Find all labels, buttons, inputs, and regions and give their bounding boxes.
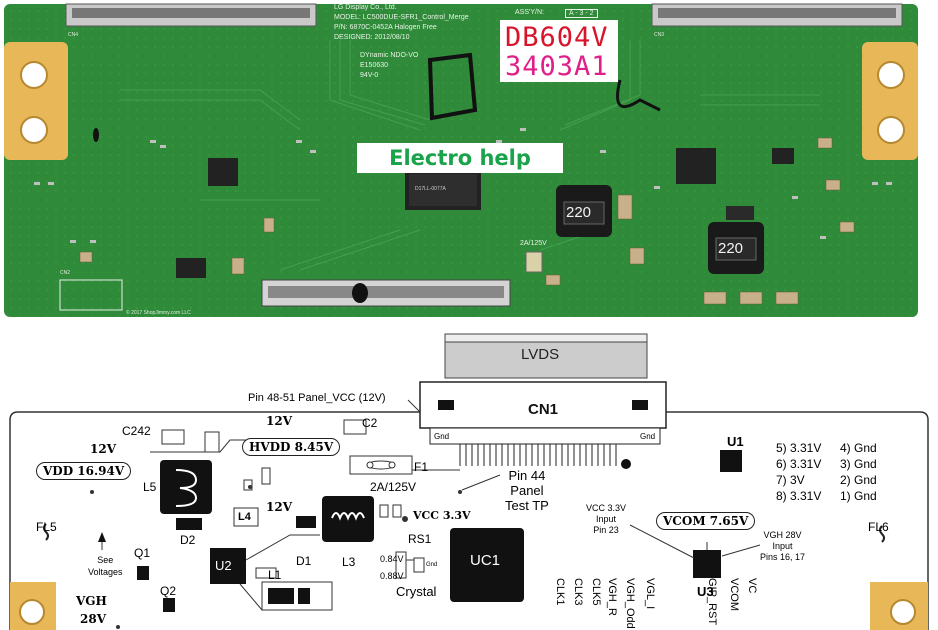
vgh-voltage: 28V <box>80 612 107 626</box>
voltage-12v-left: 12V <box>90 442 117 456</box>
vcc-input-line-1: VCC 3.3V <box>586 503 627 513</box>
board-dynamic: DYnamic NDO-VO <box>360 52 419 59</box>
see-line-2: Voltages <box>88 567 123 577</box>
vgh-input-line-3: Pins 16, 17 <box>760 552 806 562</box>
u2-label: U2 <box>215 558 232 573</box>
cn4-label: CN4 <box>68 32 79 38</box>
uc1-label: UC1 <box>470 552 501 569</box>
cn2-label: CN2 <box>60 270 71 276</box>
schematic-drawing <box>9 333 929 630</box>
d1-label: D1 <box>296 554 312 568</box>
f1-label: F1 <box>414 460 429 474</box>
board-part-number: P/N: 6870C-0452A Halogen Free <box>334 24 437 31</box>
u1-label: U1 <box>727 434 744 449</box>
vgh-label: VGH <box>76 594 107 608</box>
vcc-3v3-label: VCC 3.3V <box>413 509 471 522</box>
vgh-input-line-1: VGH 28V <box>763 530 802 540</box>
c2-label: C2 <box>362 416 378 430</box>
cn3-label: CN3 <box>654 32 665 38</box>
hvdd-voltage-badge: HVDD 8.45V <box>242 438 341 456</box>
l3-label: L3 <box>342 555 356 569</box>
stamp-line-1: DB604V <box>505 22 609 53</box>
main-ic-marking: D17LL-0077A <box>415 186 446 192</box>
voltage-12v-top: 12V <box>266 414 293 428</box>
voltage-12v-mid: 12V <box>266 500 293 514</box>
board-cert-1: E150630 <box>360 62 389 69</box>
cn1-label: CN1 <box>528 401 559 418</box>
bottom-pin-label: VGL_I <box>644 578 656 610</box>
l4-label: L4 <box>238 511 251 523</box>
bottom-pin-label: VGH_R <box>606 578 618 616</box>
assy-label: ASS'Y/N: <box>515 9 544 16</box>
pin44-line-1: Pin 44 <box>508 468 546 483</box>
l5-label: L5 <box>143 480 157 494</box>
vdd-voltage-badge: VDD 16.94V <box>36 462 132 480</box>
inductor-2-marking: 220 <box>718 240 744 257</box>
lvds-cable-label: LVDS <box>521 346 560 363</box>
schematic-diagram: LVDS CN1 Gnd Gnd Pin 48-51 Panel_VCC (12… <box>0 320 938 630</box>
see-voltages-note: See Voltages <box>88 554 123 578</box>
bottom-pin-label: CLK3 <box>572 578 584 606</box>
pin44-test-point: Pin 44 Panel Test TP <box>505 468 549 513</box>
fl5-label: FL5 <box>36 520 57 534</box>
vgh-input-note: VGH 28V Input Pins 16, 17 <box>760 530 805 563</box>
board-cert-2: 94V-0 <box>360 72 379 79</box>
bottom-pin-label: VGH_Odd <box>624 578 636 629</box>
u3-label: U3 <box>697 584 714 599</box>
voltage-084: 0.84V <box>380 554 404 564</box>
vcc-input-line-3: Pin 23 <box>593 525 619 535</box>
see-line-1: See <box>97 555 114 565</box>
cn1-gnd-right: Gnd <box>640 432 656 441</box>
crystal-gnd: Gnd <box>426 562 438 568</box>
vcc-input-note: VCC 3.3V Input Pin 23 <box>586 503 626 536</box>
fl6-label: FL6 <box>868 520 889 534</box>
board-maker: LG Display Co., Ltd. <box>334 4 397 11</box>
bottom-pin-label: CLK1 <box>554 578 566 606</box>
stamp-label: DB604V 3403A1 <box>500 20 618 82</box>
board-fuse-label: 2A/125V <box>520 240 547 247</box>
copyright: © 2017 ShopJimmy.com LLC <box>126 310 191 316</box>
watermark: Electro help <box>357 143 563 173</box>
bottom-pin-label: CLK5 <box>590 578 602 606</box>
assy-code: A - 3 - 2 <box>565 9 598 18</box>
pin44-line-2: Panel <box>510 483 544 498</box>
c242-label: C242 <box>122 424 151 438</box>
stamp-line-2: 3403A1 <box>505 51 609 82</box>
vcom-voltage-badge: VCOM 7.65V <box>656 512 756 530</box>
bottom-pin-label: VCOM <box>728 578 740 611</box>
voltage-088: 0.88V <box>380 571 404 581</box>
board-designed-date: DESIGNED: 2012/08/10 <box>334 34 410 41</box>
pin-48-51-label: Pin 48-51 Panel_VCC (12V) <box>248 392 386 404</box>
d2-label: D2 <box>180 533 196 547</box>
cn1-gnd-left: Gnd <box>434 432 450 441</box>
rs1-label: RS1 <box>408 532 432 546</box>
q2-label: Q2 <box>160 584 177 598</box>
pcb-photo: LG Display Co., Ltd. MODEL: LC500DUE-SFR… <box>4 3 918 317</box>
pin44-line-3: Test TP <box>505 498 549 513</box>
bottom-pin-label: GIP_RST <box>706 578 718 626</box>
board-model: MODEL: LC500DUE-SFR1_Control_Merge <box>334 14 469 21</box>
l1-label: L1 <box>268 568 282 582</box>
vgh-input-line-2: Input <box>772 541 793 551</box>
fuse-rating: 2A/125V <box>370 480 417 494</box>
crystal-label: Crystal <box>396 584 437 599</box>
bottom-pin-label: VC <box>746 578 758 594</box>
inductor-1-marking: 220 <box>566 204 592 221</box>
vcc-input-line-2: Input <box>596 514 617 524</box>
q1-label: Q1 <box>134 546 151 560</box>
